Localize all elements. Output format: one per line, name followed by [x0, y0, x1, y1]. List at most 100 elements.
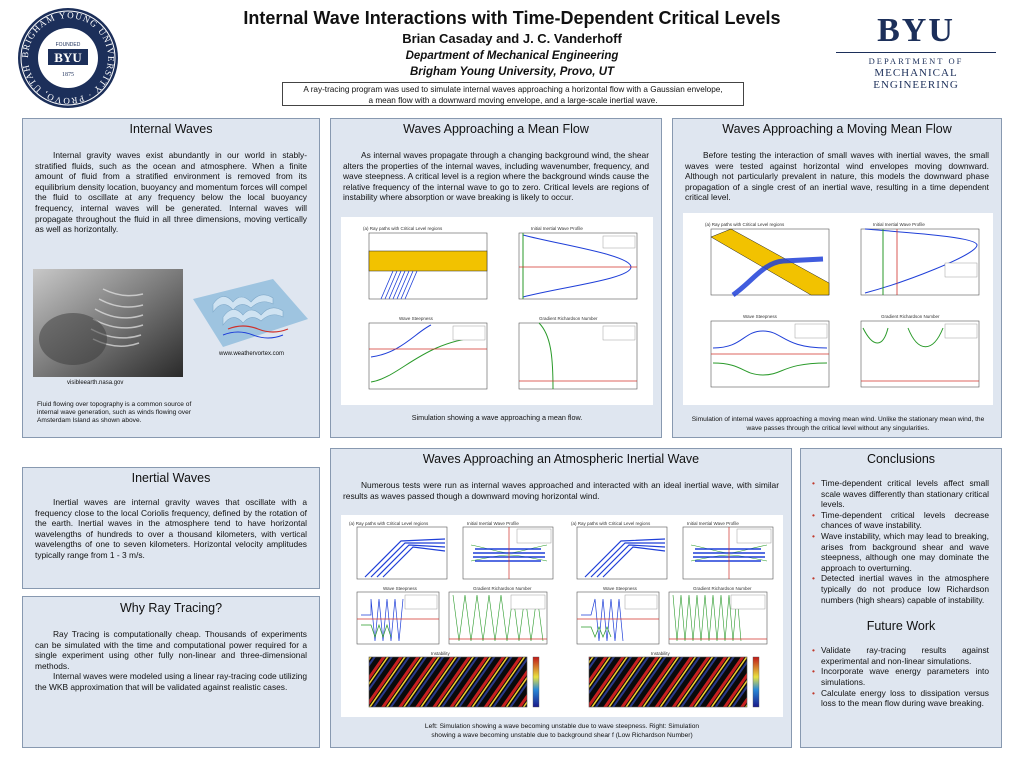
mf-plot-title-richardson: Gradient Richardson Number [539, 316, 598, 321]
mf-richardson-axes [518, 322, 638, 390]
abstract-line-2: a mean flow with a downward moving envel… [368, 96, 658, 105]
is-right-title-richardson: Gradient Richardson Number [693, 586, 752, 591]
future-work-item: Validate ray-tracing results against exp… [812, 645, 989, 666]
mf-raypaths-axes [368, 232, 488, 300]
mf-steepness-axes [368, 322, 488, 390]
mean-flow-caption: Simulation showing a wave approaching a … [411, 413, 583, 422]
byu-me-logo: BYU DEPARTMENT OF MECHANICAL ENGINEERING [836, 14, 996, 91]
seal-founded: FOUNDED [56, 42, 81, 48]
mv-plot-title-steepness: Wave Steepness [743, 314, 777, 319]
inertial-sim-caption-line-2: showing a wave becoming unstable due to … [431, 731, 693, 739]
mf-plot-title-profile: Initial Inertial Wave Profile [531, 226, 583, 231]
is-right-instability-heatmap [588, 656, 760, 708]
panel-moving-mean-flow: Waves Approaching a Moving Mean Flow Bef… [672, 118, 1002, 438]
future-work-item: Calculate energy loss to dissipation ver… [812, 688, 989, 709]
byu-logo-mark: BYU [877, 12, 955, 49]
satellite-credit: visibleearth.nasa.gov [67, 380, 124, 386]
is-left-title-instability: Instability [431, 651, 450, 656]
is-left-title-steepness: Wave Steepness [383, 586, 417, 591]
abstract-box: A ray-tracing program was used to simula… [282, 82, 744, 106]
future-work-title: Future Work [866, 619, 936, 634]
conclusion-item: Detected inertial waves in the atmospher… [812, 573, 989, 605]
poster-authors: Brian Casaday and J. C. Vanderhoff [402, 31, 622, 46]
moving-flow-figure: (a) Ray paths with Critical Level region… [683, 213, 993, 405]
is-left-title-raypaths: (a) Ray paths with Critical Level region… [349, 521, 429, 526]
conclusion-item: Time-dependent critical levels affect sm… [812, 478, 989, 510]
render-credit: www.weathervortex.com [219, 351, 285, 357]
internal-waves-caption: Fluid flowing over topography is a commo… [37, 401, 192, 424]
poster-title: Internal Wave Interactions with Time-Dep… [243, 8, 781, 28]
byu-logo-dept-line2: MECHANICAL ENGINEERING [873, 67, 959, 91]
future-work-list: Validate ray-tracing results against exp… [801, 645, 1001, 709]
panel-conclusions: Conclusions Time-dependent critical leve… [800, 448, 1002, 748]
mf-profile-axes [518, 232, 638, 300]
moving-flow-caption: Simulation of internal waves approaching… [673, 416, 1003, 433]
is-right-title-raypaths: (a) Ray paths with Critical Level region… [571, 521, 651, 526]
mv-raypaths-axes [710, 228, 830, 298]
is-left-title-profile: Initial Inertial Wave Profile [467, 521, 519, 526]
moving-flow-body: Before testing the interaction of small … [685, 150, 989, 203]
panel-inertial-waves: Inertial Waves Inertial waves are intern… [22, 467, 320, 589]
inertial-sim-title: Waves Approaching an Atmospheric Inertia… [422, 452, 700, 466]
mean-flow-body: As internal waves propagate through a ch… [343, 150, 649, 203]
moving-flow-caption-line-1: Simulation of internal waves approaching… [691, 416, 985, 423]
poster-department: Department of Mechanical Engineering [405, 50, 619, 62]
mv-richardson-axes [860, 320, 980, 388]
ray-tracing-title: Why Ray Tracing? [119, 601, 223, 615]
is-right-steepness-axes [576, 591, 660, 645]
panel-mean-flow: Waves Approaching a Mean Flow As interna… [330, 118, 662, 438]
is-right-raypaths-axes [576, 526, 668, 580]
byu-logo-rule [836, 52, 996, 53]
inertial-sim-caption-line-1: Left: Simulation showing a wave becoming… [424, 723, 700, 730]
inertial-sim-figure: (a) Ray paths with Critical Level region… [341, 515, 783, 717]
poster-university: Brigham Young University, Provo, UT [409, 66, 615, 78]
mv-plot-title-profile: Initial Inertial Wave Profile [873, 222, 925, 227]
moving-flow-plots [710, 228, 980, 388]
seal-year: 1875 [62, 72, 74, 78]
inertial-sim-plots [356, 526, 774, 708]
amsterdam-island-satellite-image [33, 269, 183, 377]
panel-inertial-wave-sim: Waves Approaching an Atmospheric Inertia… [330, 448, 792, 748]
byu-seal: BRIGHAM YOUNG UNIVERSITY · PROVO, UTAH ·… [16, 6, 118, 108]
mean-flow-title: Waves Approaching a Mean Flow [403, 122, 589, 136]
inertial-waves-title: Inertial Waves [131, 471, 211, 485]
internal-waves-body: Internal gravity waves exist abundantly … [35, 150, 307, 235]
ray-tracing-body-1: Ray Tracing is computationally cheap. Th… [35, 629, 307, 671]
internal-waves-title: Internal Waves [129, 122, 213, 136]
inertial-waves-body: Inertial waves are internal gravity wave… [35, 497, 307, 560]
mean-flow-plots [368, 232, 638, 390]
mf-plot-title-steepness: Wave Steepness [399, 316, 433, 321]
mv-plot-title-richardson: Gradient Richardson Number [881, 314, 940, 319]
moving-flow-title: Waves Approaching a Moving Mean Flow [722, 122, 952, 136]
mv-plot-title-raypaths: (a) Ray paths with Critical Level region… [705, 222, 785, 227]
is-right-title-profile: Initial Inertial Wave Profile [687, 521, 739, 526]
inertial-sim-caption: Left: Simulation showing a wave becoming… [331, 723, 793, 740]
wave-model-render-image [193, 279, 308, 347]
mv-profile-axes [860, 228, 980, 296]
is-left-richardson-axes [448, 591, 548, 645]
abstract-line-1: A ray-tracing program was used to simula… [303, 85, 723, 94]
is-left-title-richardson: Gradient Richardson Number [473, 586, 532, 591]
is-right-title-instability: Instability [651, 651, 670, 656]
is-right-title-steepness: Wave Steepness [603, 586, 637, 591]
conclusion-item: Time-dependent critical levels decrease … [812, 510, 989, 531]
is-left-steepness-axes [356, 591, 440, 645]
mean-flow-figure: (a) Ray paths with Critical Level region… [341, 217, 653, 405]
is-right-richardson-axes [668, 591, 768, 645]
conclusions-title: Conclusions [866, 452, 936, 466]
conclusions-list: Time-dependent critical levels affect sm… [801, 478, 1001, 605]
conclusion-item: Wave instability, which may lead to brea… [812, 531, 989, 573]
ray-tracing-body-2: Internal waves were modeled using a line… [35, 671, 307, 692]
panel-internal-waves: Internal Waves Internal gravity waves ex… [22, 118, 320, 438]
moving-flow-caption-line-2: wave passes through the critical level w… [746, 424, 930, 432]
mf-plot-title-raypaths: (a) Ray paths with Critical Level region… [363, 226, 443, 231]
panel-ray-tracing: Why Ray Tracing? Ray Tracing is computat… [22, 596, 320, 748]
future-work-item: Incorporate wave energy parameters into … [812, 666, 989, 687]
mv-steepness-axes [710, 320, 830, 388]
seal-mark: BYU [54, 50, 82, 65]
is-left-profile-axes [462, 526, 554, 580]
is-left-instability-heatmap [368, 656, 540, 708]
is-left-raypaths-axes [356, 526, 448, 580]
byu-logo-dept-line1: DEPARTMENT OF [868, 56, 964, 66]
is-right-profile-axes [682, 526, 774, 580]
